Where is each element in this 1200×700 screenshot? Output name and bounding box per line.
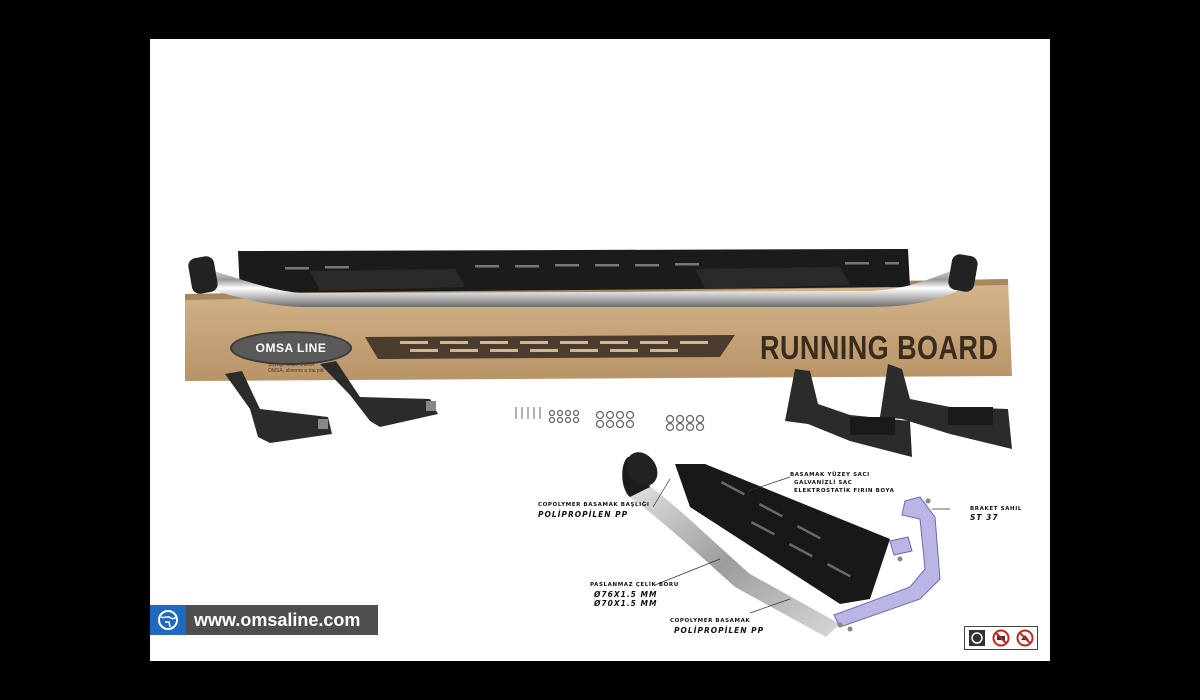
label-galvanized: GALVANİZLİ SAC <box>794 480 853 486</box>
brand-subtitle: Sayngo bitus, OMSA OMSA, alineme a trai … <box>268 362 328 374</box>
label-paint: ELEKTROSTATİK FIRIN BOYA <box>794 488 895 494</box>
label-bracket-material: ST 37 <box>970 513 999 522</box>
bolts-and-washers <box>515 407 705 432</box>
label-surface: BASAMAK YÜZEY SACI <box>790 472 870 478</box>
label-tube-size-2: Ø70X1.5 MM <box>594 599 658 608</box>
product-photo: OMSA LINE Sayngo bitus, OMSA OMSA, aline… <box>150 39 1050 661</box>
label-step: COPOLYMER BASAMAK <box>670 618 751 624</box>
label-tube: PASLANMAZ ÇELİK BORU <box>590 582 679 588</box>
brand-subtitle-line: Sayngo bitus, OMSA <box>268 362 315 368</box>
brand-name: OMSA LINE <box>255 341 327 355</box>
brand-subtitle-line: OMSA, alineme a trai pid <box>268 368 324 374</box>
label-bracket: BRAKET SAHIL <box>970 506 1022 512</box>
running-board <box>188 249 978 307</box>
globe-icon <box>150 605 186 635</box>
label-cap: COPOLYMER BASAMAK BAŞLIĞI <box>538 502 650 508</box>
feature-icons <box>964 626 1038 650</box>
no-symbol-icon-2 <box>1016 629 1034 647</box>
label-step-material: POLİPROPİLEN PP <box>674 626 765 635</box>
mounting-brackets-right <box>785 364 1012 457</box>
brand-logo: OMSA LINE <box>230 331 352 365</box>
website-url[interactable]: www.omsaline.com <box>194 609 361 630</box>
logo-icon <box>969 630 985 646</box>
mounting-brackets-left <box>225 361 438 443</box>
label-tube-size-1: Ø76X1.5 MM <box>594 590 658 599</box>
exploded-diagram <box>622 452 950 637</box>
no-symbol-icon-1 <box>992 629 1010 647</box>
label-cap-material: POLİPROPİLEN PP <box>538 510 629 519</box>
box-title: RUNNING BOARD <box>760 329 999 366</box>
website-banner[interactable]: www.omsaline.com <box>150 605 378 635</box>
product-illustration <box>185 249 1012 637</box>
